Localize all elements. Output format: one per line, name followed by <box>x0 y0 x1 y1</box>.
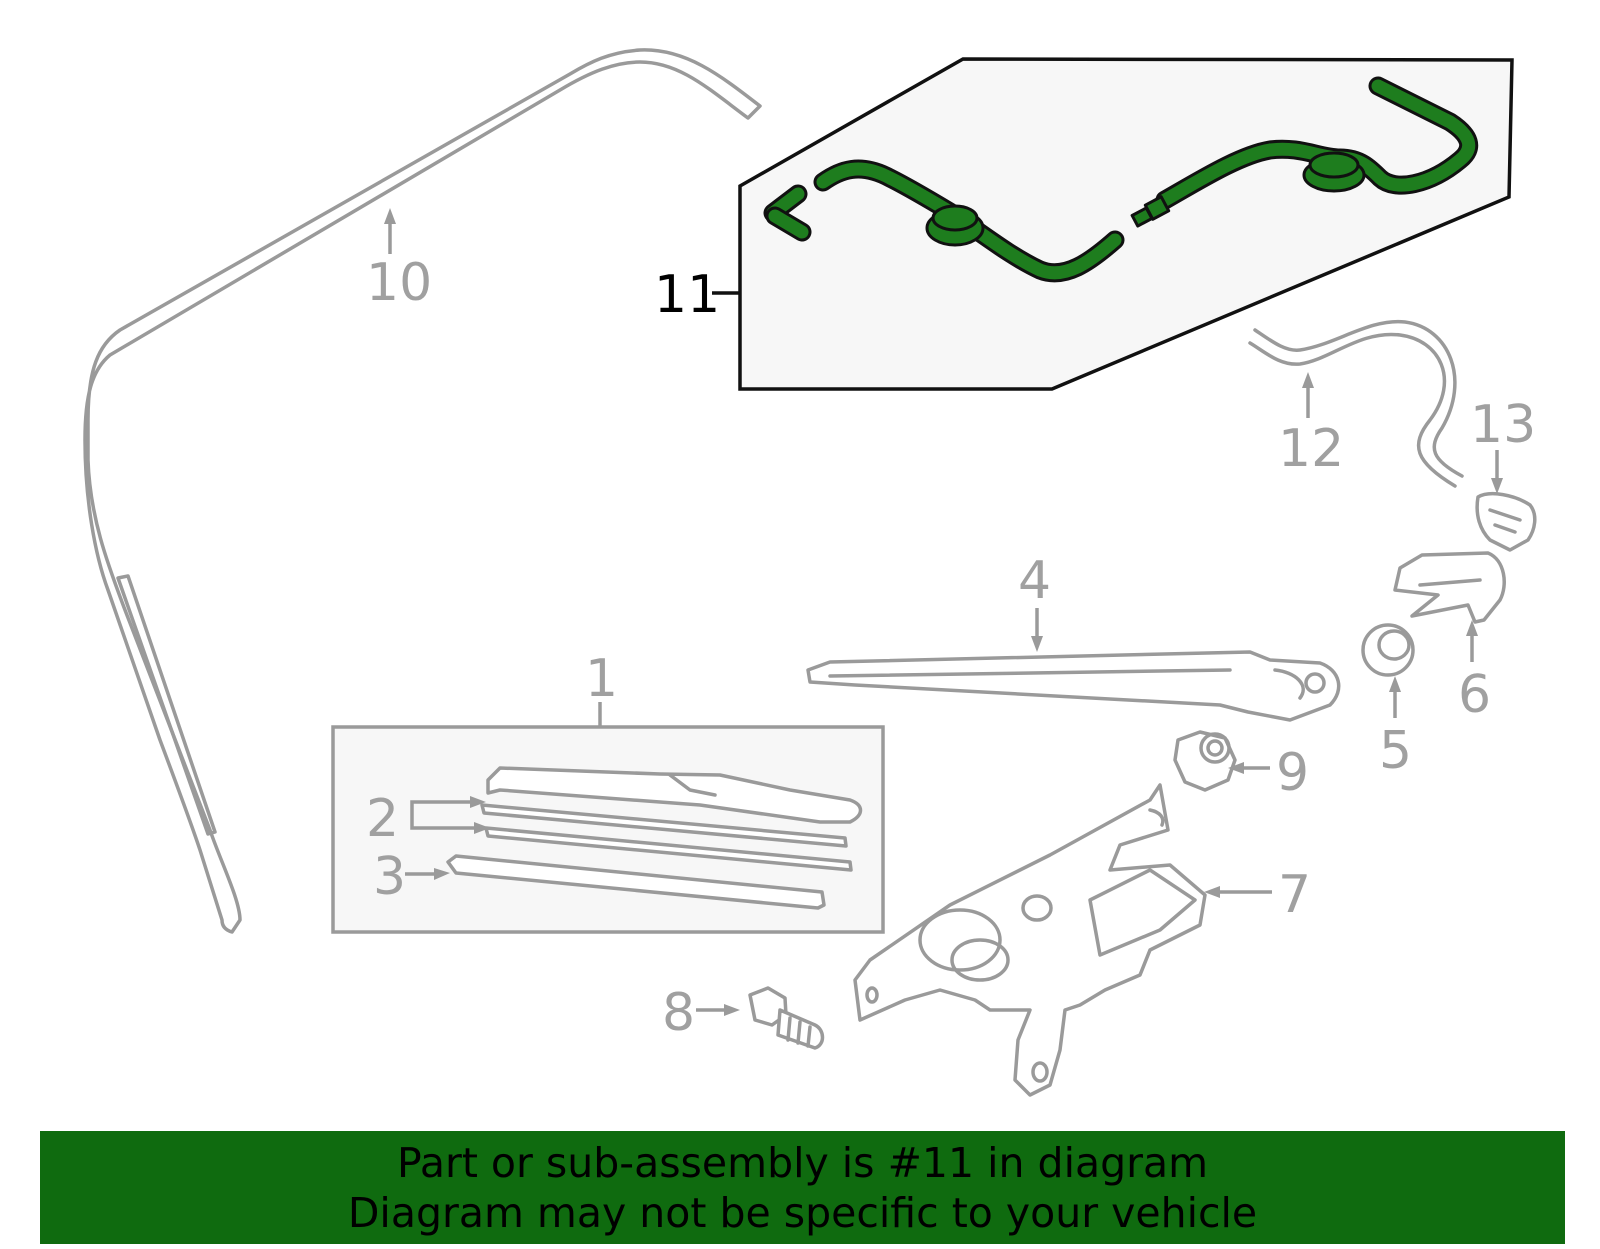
callout-9: 9 <box>1276 743 1309 803</box>
callout-3: 3 <box>373 847 406 907</box>
callout-7: 7 <box>1278 865 1311 925</box>
callout-13: 13 <box>1470 395 1536 455</box>
part-12-hose <box>1248 319 1464 488</box>
callout-10: 10 <box>366 253 432 313</box>
part-4-wiper-arm <box>806 650 1341 722</box>
info-banner: Part or sub-assembly is #11 in diagram D… <box>40 1131 1565 1244</box>
callout-4: 4 <box>1018 551 1051 611</box>
callout-8: 8 <box>662 983 695 1043</box>
part-6-cap <box>1393 551 1506 624</box>
part-10-molding <box>83 48 762 934</box>
banner-line-disclaimer: Diagram may not be specific to your vehi… <box>347 1188 1258 1237</box>
callout-1: 1 <box>585 649 618 709</box>
leader-lines <box>384 208 1503 1016</box>
part-13-nozzle <box>1475 492 1537 552</box>
callout-2: 2 <box>366 789 399 849</box>
banner-line-part: Part or sub-assembly is #11 in diagram <box>396 1138 1209 1187</box>
callout-5: 5 <box>1379 721 1412 781</box>
part-11-box <box>712 57 1514 391</box>
callout-12: 12 <box>1278 419 1344 479</box>
callout-6: 6 <box>1458 665 1491 725</box>
part-7-motor <box>853 783 1207 1097</box>
callout-11: 11 <box>654 265 720 325</box>
part-5-cap <box>1361 623 1415 677</box>
part-9-nut <box>1173 730 1237 792</box>
part-8-bolt <box>748 986 825 1050</box>
part-11-washer-hose <box>763 76 1479 283</box>
